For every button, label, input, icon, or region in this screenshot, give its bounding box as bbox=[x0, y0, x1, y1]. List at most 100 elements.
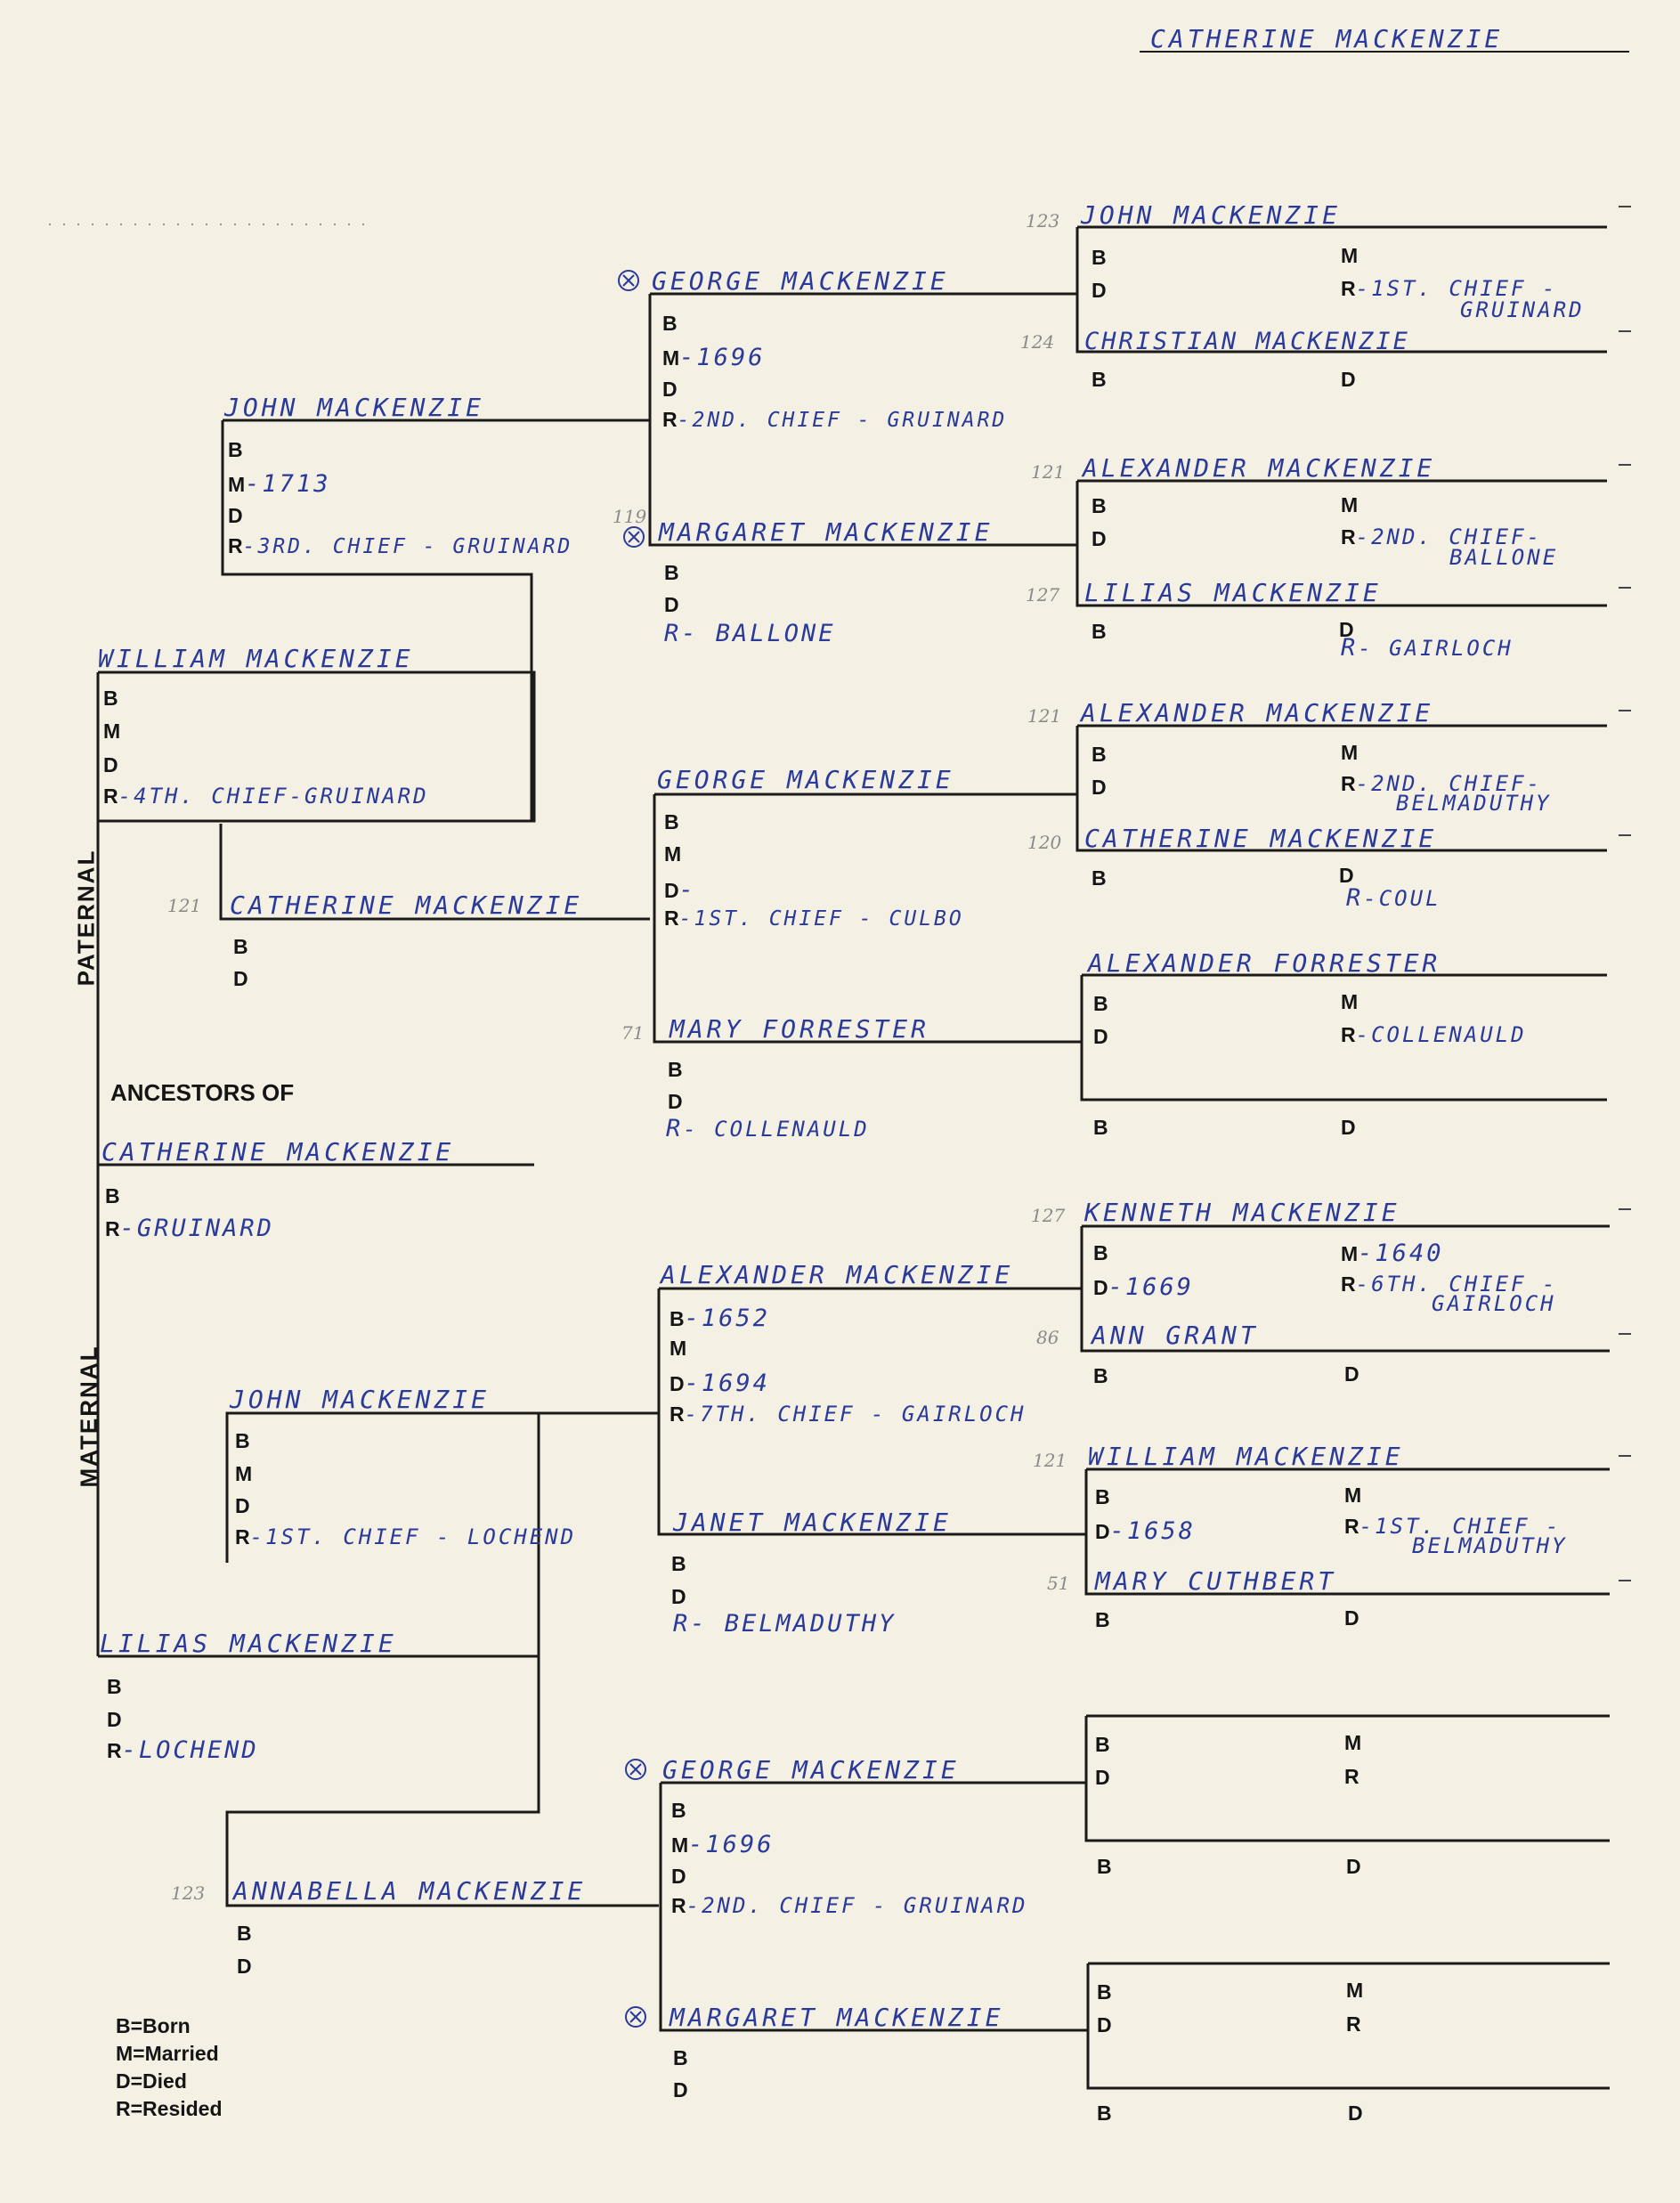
gen3-a-died: D bbox=[662, 378, 678, 401]
gen3-f-died: D bbox=[671, 1585, 686, 1608]
gen1-father-married: M bbox=[103, 719, 121, 743]
gen4-p1-wife-name: CHRISTIAN MACKENZIE bbox=[1084, 328, 1410, 355]
gen2-pm-died: D bbox=[233, 967, 248, 990]
gen1-father-died: D bbox=[103, 753, 118, 776]
gen4-p3-wife-resided: R-COUL bbox=[1346, 884, 1441, 912]
gen3-a-name: GEORGE MACKENZIE bbox=[652, 266, 949, 296]
gen4-p2-wife-resided: R- GAIRLOCH bbox=[1341, 634, 1514, 662]
gen4-p3 bbox=[1075, 724, 1607, 852]
gen4-p4-married: M bbox=[1341, 990, 1359, 1013]
gen4-p1-married: M bbox=[1341, 244, 1359, 267]
gen4-p6-wife-ref: 51 bbox=[1047, 1573, 1070, 1594]
gen4-p6-married: M bbox=[1344, 1484, 1362, 1507]
maternal-box bbox=[225, 1411, 540, 1812]
gen1-mother-born: B bbox=[107, 1675, 122, 1698]
gen4-p4-resided: R-COLLENAULD bbox=[1341, 1022, 1527, 1047]
gen3-g-married: M-1696 bbox=[671, 1831, 775, 1858]
gen4-p7-wife-born: B bbox=[1097, 1855, 1112, 1878]
gen3-cd bbox=[653, 793, 1082, 1044]
gen3-d-died: D bbox=[668, 1090, 683, 1113]
gen3-d-born: B bbox=[668, 1058, 683, 1081]
gen3-f-born: B bbox=[671, 1552, 686, 1575]
gen4-p1-husband-name: JOHN MACKENZIE bbox=[1081, 200, 1342, 230]
gen1-father-born: B bbox=[103, 687, 118, 710]
gen3-h-died: D bbox=[673, 2078, 688, 2101]
gen4-p1-resided-2: GRUINARD bbox=[1460, 297, 1585, 322]
gen4-p7-died: D bbox=[1095, 1766, 1110, 1789]
legend-born: B=Born bbox=[116, 2014, 191, 2037]
gen3-b-resided: R- BALLONE bbox=[664, 620, 836, 647]
gen4-p3-married: M bbox=[1341, 741, 1359, 764]
gen4-p7-born: B bbox=[1095, 1733, 1110, 1756]
gen4-p6-husband-name: WILLIAM MACKENZIE bbox=[1088, 1442, 1404, 1471]
gen3-d-ref: 71 bbox=[621, 1022, 645, 1044]
gen4-p7-married: M bbox=[1344, 1731, 1362, 1754]
gen4-p3-wife-name: CATHERINE MACKENZIE bbox=[1084, 824, 1438, 853]
gen4-p2-husband-name: ALEXANDER MACKENZIE bbox=[1083, 453, 1436, 483]
gen4-p2-resided: R-2ND. CHIEF- bbox=[1341, 524, 1543, 549]
gen4-p7-resided: R bbox=[1344, 1765, 1359, 1788]
gen4-p8 bbox=[1086, 1962, 1610, 2090]
gen4-p4-husband-name: ALEXANDER FORRESTER bbox=[1088, 948, 1441, 978]
maternal-label: MATERNAL bbox=[75, 1345, 102, 1488]
gen4-p6-wife-name: MARY CUTHBERT bbox=[1095, 1566, 1337, 1596]
gen3-ab bbox=[648, 292, 1077, 547]
gen2-pm-ref: 121 bbox=[167, 895, 202, 916]
gen4-p5-resided-2: GAIRLOCH bbox=[1432, 1291, 1556, 1316]
gen4-p2-born: B bbox=[1092, 494, 1107, 517]
gen4-p4 bbox=[1080, 973, 1607, 1102]
gen4-p4-born: B bbox=[1093, 992, 1108, 1015]
gen4-p1 bbox=[1075, 225, 1607, 354]
gen4-p6-wife-born: B bbox=[1095, 1608, 1110, 1631]
gen4-p3-resided: R-2ND. CHIEF- bbox=[1341, 771, 1543, 796]
gen3-g-resided: R-2ND. CHIEF - GRUINARD bbox=[671, 1893, 1028, 1918]
mother-connector bbox=[98, 1654, 540, 1906]
gen3-b-ref: 119 bbox=[613, 506, 647, 527]
gen3-c-resided: R-1ST. CHIEF - CULBO bbox=[664, 906, 964, 931]
gen1-mother-name: LILIAS MACKENZIE bbox=[100, 1629, 397, 1658]
gen2-mf-name: JOHN MACKENZIE bbox=[230, 1385, 491, 1414]
gen2-mf-died: D bbox=[235, 1494, 250, 1517]
gen4-p8-died: D bbox=[1097, 2013, 1112, 2036]
gen3-h-born: B bbox=[673, 2046, 688, 2069]
gen4-p2-wife-died: D bbox=[1339, 618, 1354, 641]
cross-marks bbox=[618, 270, 646, 2028]
gen4-p8-wife-born: B bbox=[1097, 2101, 1112, 2125]
legend-resided: R=Resided bbox=[116, 2097, 223, 2120]
gen4-p2-married: M bbox=[1341, 493, 1359, 516]
gen2-mm-born: B bbox=[237, 1922, 252, 1945]
gen3-a-married: M-1696 bbox=[662, 344, 766, 371]
gen3-c-married: M bbox=[664, 842, 682, 866]
gen3-a-resided: R-2ND. CHIEF - GRUINARD bbox=[662, 408, 1008, 432]
gen4-p5-died: D-1669 bbox=[1093, 1273, 1194, 1301]
gen2-pf-resided: R-3RD. CHIEF - GRUINARD bbox=[228, 534, 573, 558]
gen4-p8-born: B bbox=[1097, 1980, 1112, 2004]
gen3-e-resided: R-7TH. CHIEF - GAIRLOCH bbox=[670, 1402, 1027, 1427]
gen3-g-born: B bbox=[671, 1799, 686, 1822]
gen3-e-name: ALEXANDER MACKENZIE bbox=[661, 1260, 1014, 1289]
subject-born: B bbox=[105, 1184, 120, 1207]
legend-married: M=Married bbox=[116, 2042, 219, 2065]
gen4-p6 bbox=[1084, 1467, 1610, 1596]
gen3-e-died: D-1694 bbox=[670, 1370, 770, 1397]
gen4-p6-wife-died: D bbox=[1344, 1606, 1359, 1630]
gen4-p5-wife-ref: 86 bbox=[1036, 1327, 1059, 1348]
gen4-p2-wife-born: B bbox=[1092, 620, 1107, 643]
gen4-p4-died: D bbox=[1093, 1025, 1108, 1048]
gen4-p3-wife-born: B bbox=[1092, 866, 1107, 890]
gen4-p6-resided-2: BELMADUTHY bbox=[1412, 1533, 1568, 1558]
gen4-p5 bbox=[1080, 1224, 1610, 1353]
gen2-mf-married: M bbox=[235, 1462, 253, 1485]
gen4-p2-resided-2: BALLONE bbox=[1449, 545, 1559, 570]
gen4-p3-resided-2: BELMADUTHY bbox=[1396, 791, 1552, 816]
gen4-p7 bbox=[1084, 1714, 1610, 1842]
gen4-p1-wife-died: D bbox=[1341, 368, 1356, 391]
gen3-g-name: GEORGE MACKENZIE bbox=[662, 1755, 960, 1784]
gen2-pm-born: B bbox=[233, 935, 248, 958]
legend: B=Born M=Married D=Died R=Resided bbox=[116, 2012, 223, 2123]
legend-died: D=Died bbox=[116, 2069, 187, 2093]
gen3-ef bbox=[657, 1287, 1086, 1536]
gen3-h-name: MARGARET MACKENZIE bbox=[670, 2003, 1004, 2032]
gen4-p2-wife-ref: 127 bbox=[1026, 584, 1060, 606]
